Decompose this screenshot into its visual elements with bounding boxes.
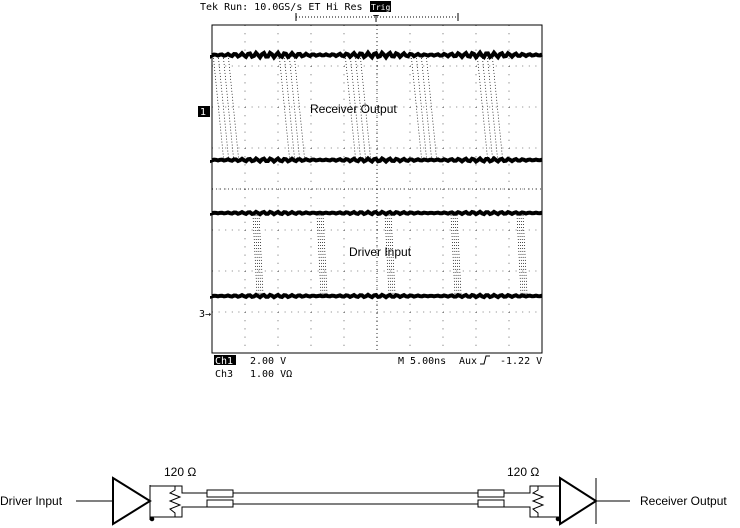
receiver-output-trace-label: Receiver Output bbox=[310, 102, 397, 116]
record-bar bbox=[295, 13, 459, 21]
termination-right-label: 120 Ω bbox=[507, 465, 539, 479]
ch3-scale: 1.00 VΩ bbox=[250, 369, 292, 380]
line-b-right bbox=[504, 506, 560, 518]
driver-input-transition bbox=[456, 214, 462, 295]
driver-input-trace-label: Driver Input bbox=[349, 245, 412, 259]
ch1-label-bg bbox=[214, 355, 236, 365]
driver-input-transition bbox=[518, 214, 524, 295]
receiver-output-high-level bbox=[210, 49, 543, 61]
driver-input-transition bbox=[316, 214, 322, 295]
waveforms bbox=[210, 49, 543, 300]
driver-input-transition bbox=[522, 214, 528, 295]
receiver-output-low-level bbox=[210, 155, 543, 165]
connector-right-b bbox=[477, 499, 505, 508]
trigger-position-marker: T bbox=[373, 14, 379, 25]
graticule-grid bbox=[212, 25, 542, 353]
ch3-label: Ch3 bbox=[215, 369, 233, 380]
driver-input-transition bbox=[252, 214, 258, 295]
trigger-badge-bg bbox=[370, 1, 391, 12]
driver-input-transition bbox=[258, 214, 264, 295]
connector-right-a bbox=[477, 489, 505, 498]
line-a-left bbox=[150, 485, 207, 494]
driver-input-transition bbox=[520, 214, 526, 295]
trigger-badge: Trig'd bbox=[371, 3, 400, 12]
resistor-right bbox=[531, 486, 545, 517]
line-a-right bbox=[504, 485, 560, 494]
driver-input-high-level bbox=[210, 209, 543, 217]
receiver-symbol bbox=[559, 476, 598, 526]
scope-header: Tek Run: 10.0GS/s ET Hi Res bbox=[200, 2, 363, 13]
driver-input-transition bbox=[388, 214, 394, 295]
ch3-arrow-icon: → bbox=[205, 309, 211, 320]
termination-left-label: 120 Ω bbox=[164, 465, 196, 479]
trigger-level: -1.22 V bbox=[500, 356, 542, 367]
ch1-scale: 2.00 V bbox=[250, 356, 286, 367]
resistor-left bbox=[168, 486, 182, 517]
connector-left-b bbox=[206, 499, 234, 508]
connector-left-a bbox=[206, 489, 234, 498]
driver-input-transition bbox=[256, 214, 262, 295]
ch1-ground-marker: 1 bbox=[200, 107, 206, 118]
driver-input-transition bbox=[254, 214, 260, 295]
driver-input-low-level bbox=[210, 292, 543, 300]
line-b-left bbox=[150, 506, 207, 518]
timebase: M 5.00ns bbox=[398, 356, 446, 367]
ch3-ground-marker: 3 bbox=[199, 309, 205, 320]
driver-input-transition bbox=[390, 214, 396, 295]
trigger-source: Aux bbox=[459, 356, 477, 367]
driver-input-transition bbox=[516, 214, 522, 295]
driver-symbol bbox=[112, 476, 152, 526]
rising-edge-icon bbox=[480, 355, 490, 365]
driver-input-transition bbox=[386, 214, 392, 295]
ch1-label: Ch1 bbox=[215, 356, 233, 367]
driver-input-transition bbox=[454, 214, 460, 295]
driver-input-transition bbox=[322, 214, 328, 295]
driver-input-transition bbox=[452, 214, 458, 295]
driver-input-transition bbox=[450, 214, 456, 295]
driver-input-transition bbox=[320, 214, 326, 295]
driver-input-transition bbox=[318, 214, 324, 295]
circuit-diagram bbox=[76, 476, 630, 526]
driver-input-transition bbox=[384, 214, 390, 295]
ch1-marker-bg bbox=[198, 106, 210, 117]
circuit-output-label: Receiver Output bbox=[640, 494, 727, 508]
circuit-input-label: Driver Input bbox=[0, 494, 63, 508]
